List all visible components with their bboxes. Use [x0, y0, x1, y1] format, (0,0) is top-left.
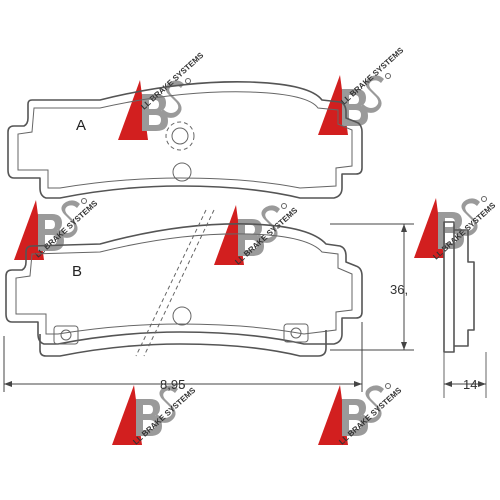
- dimension-height: 36,: [330, 223, 414, 351]
- side-view-backing: [443, 221, 455, 353]
- brand-watermark-bottom-right: LL BRAKE SYSTEMS: [317, 383, 404, 446]
- side-view-friction: [454, 229, 475, 347]
- pad-b-friction-outline: [15, 233, 353, 335]
- pad-b-center-hole: [172, 306, 192, 326]
- pad-a-pin-hole: [165, 121, 195, 151]
- brand-watermark-bottom-center: LL BRAKE SYSTEMS: [111, 383, 198, 446]
- pad-b-right-clip-hole: [290, 327, 302, 339]
- pad-b-label: B: [72, 263, 82, 280]
- pad-a-outline: [7, 81, 363, 199]
- dimension-thickness: 14: [444, 377, 486, 392]
- pad-a-lower-hole: [172, 162, 192, 182]
- brand-watermark-center: LL BRAKE SYSTEMS: [213, 203, 300, 266]
- dimension-thickness-text: 14: [463, 377, 477, 392]
- pad-b-backing-plate: [39, 330, 327, 357]
- pad-a-pin-inner: [171, 127, 189, 145]
- brand-watermark-right: LL BRAKE SYSTEMS: [413, 196, 498, 261]
- pad-a-label: A: [76, 117, 86, 134]
- dimension-length-text: 8,95: [160, 377, 185, 392]
- pad-a-friction-outline: [17, 91, 353, 189]
- pad-b-outline: [5, 223, 363, 345]
- pad-b-break-line-2: [143, 209, 215, 357]
- brand-watermark-top-center: LL BRAKE SYSTEMS: [117, 50, 206, 141]
- brand-watermark-top-right: LL BRAKE SYSTEMS: [317, 45, 406, 136]
- pad-b-left-clip: [53, 325, 79, 345]
- side-view: [443, 221, 487, 398]
- pad-b-break-line-1: [135, 209, 207, 357]
- pad-a: A: [7, 81, 363, 199]
- dimension-length: 8,95: [3, 322, 363, 392]
- svg-text:LL BRAKE SYSTEMS: LL BRAKE SYSTEMS: [139, 50, 206, 111]
- dimension-height-text: 36,: [390, 282, 408, 297]
- svg-text:LL BRAKE SYSTEMS: LL BRAKE SYSTEMS: [339, 45, 406, 106]
- pad-b-left-clip-hole: [60, 329, 72, 341]
- pad-b: B: [5, 209, 363, 357]
- pad-b-right-clip: [283, 323, 309, 343]
